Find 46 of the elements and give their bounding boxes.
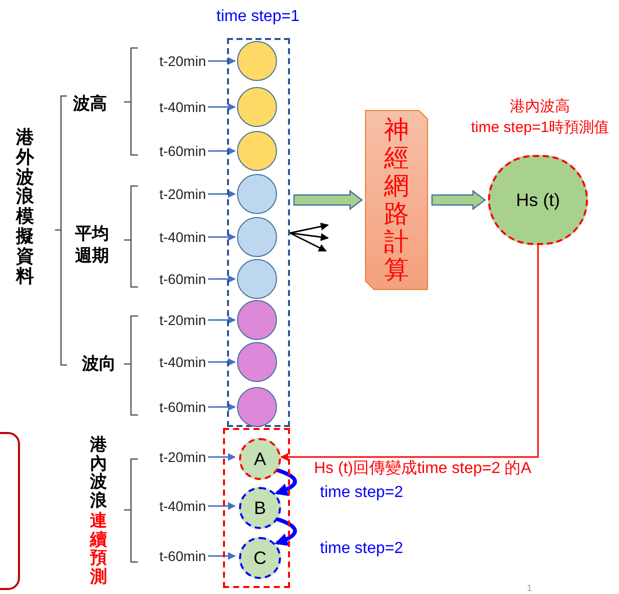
time-label: t-40min [138,495,206,517]
block-arrow [431,190,486,210]
arrow [208,552,236,560]
time-label: t-20min [138,309,206,331]
arrow [208,358,236,366]
time-label: t-60min [138,396,206,418]
arrow [208,502,236,510]
time-label: t-40min [138,351,206,373]
text-label: 港外波浪模擬資料 [16,128,34,286]
process-box: 神經網路計算 [365,110,428,290]
edge-label: time step=2 [320,539,404,559]
time-label: t-60min [138,268,206,290]
text-label: 連續預測 [90,512,107,587]
dashed-group-frame [223,428,290,588]
arrow [208,147,236,155]
arrow [290,222,329,234]
arrow [208,316,236,324]
arrow [208,57,236,65]
arrow [208,453,236,461]
text-label: 1 [527,582,532,594]
time-label: t-40min [138,226,206,248]
time-label: t-60min [138,545,206,567]
block-arrow [293,190,363,210]
text-label: 波向 [82,353,116,375]
time-label: t-60min [138,140,206,162]
output-heading: time step=1時預測值 [470,118,610,138]
arrow [290,232,327,252]
arrow [208,403,236,411]
time-label: t-20min [138,50,206,72]
curved-arrow [274,468,297,496]
text-label: 波高 [73,93,107,115]
edge-label: Hs (t)回傳變成time step=2 的A [314,459,532,479]
arrow [290,232,329,242]
text-label: 平均週期 [75,223,110,268]
output-heading: 港內波高 [509,97,571,117]
arrow [208,190,236,198]
time-label: t-20min [138,183,206,205]
time-label: t-40min [138,96,206,118]
time-label: t-20min [138,446,206,468]
arrow [208,275,236,283]
text-label: 港內波浪 [90,436,107,511]
arrow [208,103,236,111]
arrow [280,245,539,461]
arrow [208,233,236,241]
group-heading: time step=1 [215,7,301,27]
edge-label: time step=2 [320,483,404,503]
